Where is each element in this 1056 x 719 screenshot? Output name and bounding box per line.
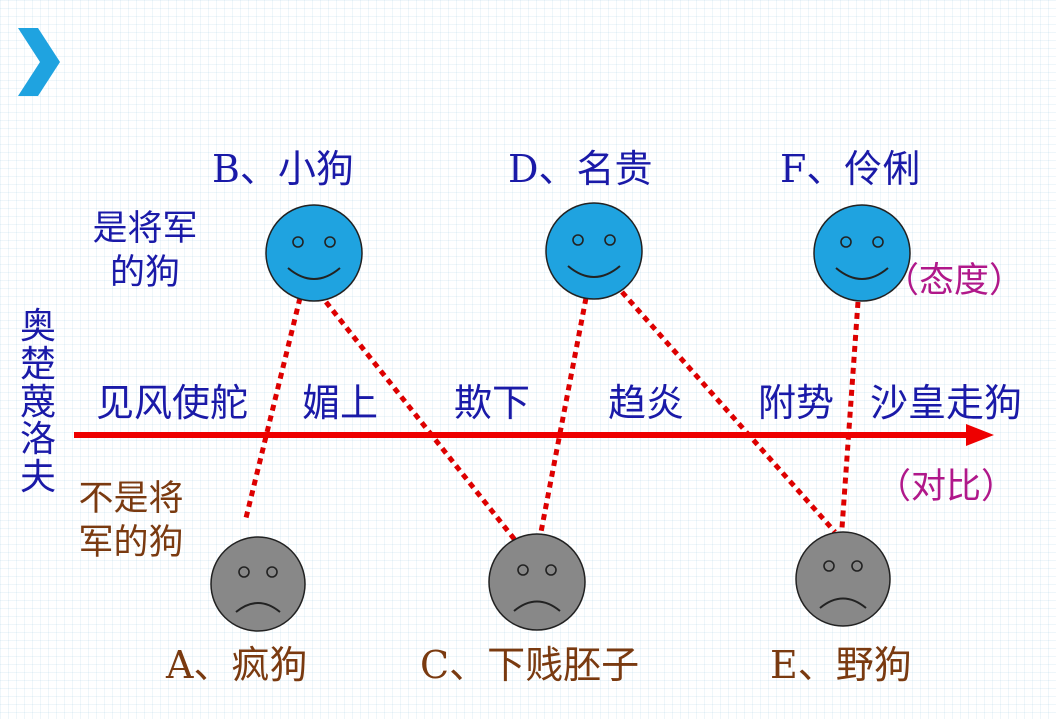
connector-d-e	[620, 290, 837, 534]
axis-word-flatter-up: 媚上	[302, 381, 379, 425]
connector-d-c	[538, 297, 589, 533]
smiley-face-icon-d	[545, 202, 643, 300]
connector-b-a	[242, 297, 303, 523]
axis-word-attach-power: 附势	[758, 381, 835, 425]
axis-word-bully-down: 欺下	[454, 381, 531, 425]
smiley-face-icon-b	[265, 204, 363, 302]
axis-title-vertical: 奥 楚 蔑 洛 夫	[18, 308, 58, 497]
label-c-lowly: C、下贱胚子	[420, 643, 640, 687]
connector-b-c	[324, 300, 517, 542]
connector-f-e	[839, 301, 861, 529]
label-not-general-dog: 不是将军的狗	[78, 479, 184, 563]
axis-word-tsar-lackey: 沙皇走狗	[870, 381, 1023, 425]
axis-title-char: 蔑	[19, 381, 56, 423]
label-general-dog: 是将军的狗	[92, 209, 198, 293]
axis-arrow	[74, 424, 994, 446]
label-d-precious: D、名贵	[508, 147, 653, 191]
label-a-mad-dog: A、疯狗	[166, 643, 308, 687]
axis-title-char: 洛	[19, 419, 56, 461]
frowny-face-icon-c	[488, 533, 586, 631]
axis-title-char: 夫	[19, 457, 56, 499]
note-attitude: （态度）	[884, 261, 1025, 301]
axis-title-char: 楚	[19, 343, 56, 385]
connector-lines	[242, 290, 861, 542]
axis-word-seek-power: 趋炎	[608, 381, 685, 425]
chevron-right-icon	[18, 28, 60, 96]
label-f-clever: F、伶俐	[780, 147, 921, 191]
smiley-face-icon-f	[813, 204, 911, 302]
frowny-face-icon-a	[210, 536, 306, 632]
arrowhead-icon	[966, 424, 994, 446]
note-contrast: （对比）	[876, 467, 1017, 507]
label-b-puppy: B、小狗	[212, 147, 354, 191]
axis-word-trim-sails: 见风使舵	[96, 381, 249, 425]
axis-title-char: 奥	[19, 306, 56, 347]
frowny-face-icon-e	[795, 531, 891, 627]
label-e-wild-dog: E、野狗	[770, 643, 912, 687]
